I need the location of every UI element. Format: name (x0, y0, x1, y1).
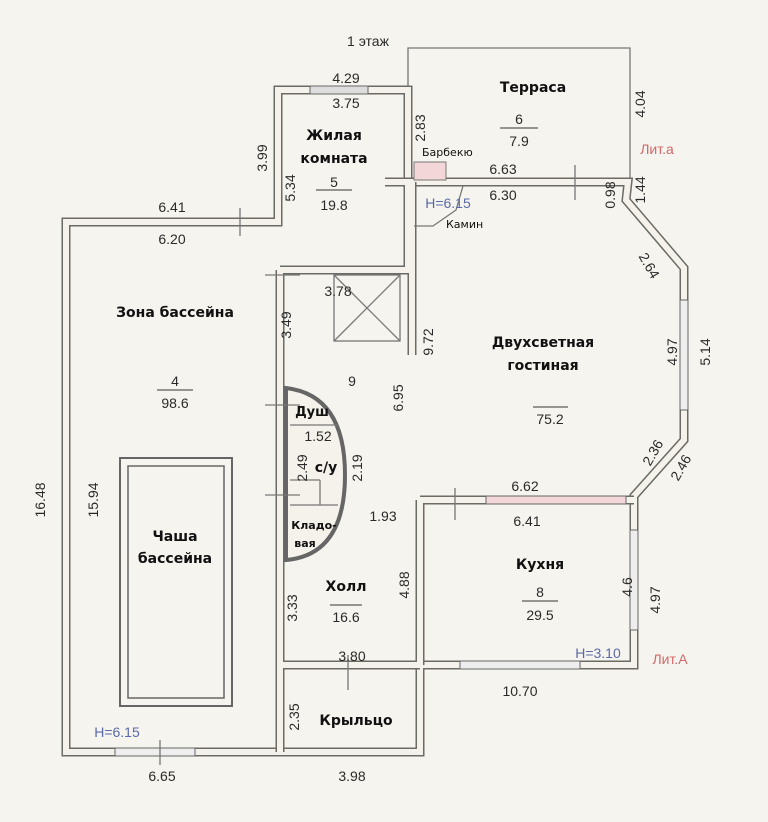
height-kitchen: H=3.10 (575, 645, 621, 661)
room-storage-2: вая (294, 537, 315, 550)
windows (114, 85, 689, 757)
dimension-label: 2.83 (412, 114, 428, 141)
room-living-name1: Жилая (306, 128, 362, 144)
room-lounge-area: 75.2 (536, 411, 563, 427)
fireplace-label: Камин (446, 218, 483, 231)
pool-bowl (119, 457, 233, 707)
room-hall-name: Холл (326, 579, 367, 595)
room-living-name2: комната (300, 151, 367, 167)
dimension-label: 3.99 (254, 144, 270, 171)
dimension-label: 5.34 (282, 174, 298, 201)
dimension-label: 3.49 (278, 311, 294, 338)
room-wc: с/у (315, 460, 338, 476)
room-living-area: 19.8 (320, 197, 347, 213)
dimension-label: 0.98 (602, 181, 618, 208)
liter-small: Лит.а (640, 141, 674, 157)
dimension-label: 4.97 (647, 586, 663, 613)
bathroom-block (284, 385, 348, 563)
room-storage-1: Кладо- (291, 519, 336, 532)
dimension-label: 4.29 (332, 70, 359, 86)
dimension-label: 6.20 (158, 231, 185, 247)
dimension-label: 6.63 (489, 161, 516, 177)
room-lounge-name2: гостиная (507, 358, 578, 374)
room-kitchen-number: 8 (536, 584, 544, 600)
room-kitchen-name: Кухня (516, 557, 564, 573)
dimension-label: 4.88 (396, 571, 412, 598)
room-hall-number: 9 (348, 373, 356, 389)
room-pool-zone-name: Зона бассейна (116, 305, 234, 321)
dimension-label: 2.19 (349, 454, 365, 481)
dimension-label: 1.52 (304, 428, 331, 444)
dimension-label: 6.65 (148, 768, 175, 784)
dimension-label: 3.78 (324, 283, 351, 299)
dimension-label: 6.30 (489, 187, 516, 203)
room-hall-area: 16.6 (332, 609, 359, 625)
dimension-label: 6.41 (158, 199, 185, 215)
room-pool-zone-area: 98.6 (161, 395, 188, 411)
dimension-label: 6.95 (390, 384, 406, 411)
liter-main: Лит.А (652, 651, 688, 667)
dimension-label: 3.33 (284, 594, 300, 621)
room-porch: Крыльцо (319, 713, 393, 729)
pool-bowl-name2: бассейна (138, 551, 212, 567)
room-terrace-name: Терраса (500, 80, 566, 96)
dimension-label: 3.80 (338, 648, 365, 664)
floor-title: 1 этаж (347, 33, 390, 49)
dimension-label: 5.14 (697, 338, 713, 365)
dimension-label: 10.70 (502, 683, 537, 699)
bbq-label: Барбекю (422, 146, 473, 159)
dimension-label: 2.49 (294, 454, 310, 481)
height-pool: H=6.15 (94, 724, 140, 740)
dimensions-horizontal: 4.29 3.75 6.63 6.30 6.41 6.20 3.78 1.52 … (148, 70, 540, 784)
pool-bowl-name1: Чаша (152, 529, 197, 545)
dimension-label: 1.44 (632, 176, 648, 203)
dimension-label: 1.93 (369, 508, 396, 524)
dimension-label: 6.62 (511, 478, 538, 494)
terrace-outline (407, 47, 631, 182)
room-living-number: 5 (330, 174, 338, 190)
dimension-label: 9.72 (420, 328, 436, 355)
bbq-box (413, 161, 447, 181)
room-shower: Душ (295, 405, 329, 420)
room-terrace-area: 7.9 (509, 133, 529, 149)
dimension-label: 6.41 (513, 513, 540, 529)
room-pool-zone-number: 4 (171, 373, 179, 389)
dimension-label: 3.98 (338, 768, 365, 784)
dimension-label: 4.97 (664, 338, 680, 365)
dimension-label: 16.48 (32, 482, 48, 517)
room-lounge-name1: Двухсветная (492, 335, 594, 351)
dimension-label: 4.04 (632, 90, 648, 117)
lightwell (333, 274, 401, 342)
room-terrace-number: 6 (515, 111, 523, 127)
dimension-label: 3.75 (332, 95, 359, 111)
dimension-label: 4.6 (619, 577, 635, 597)
room-kitchen-area: 29.5 (526, 607, 553, 623)
fireplace-line (414, 185, 464, 227)
dimension-label: 2.35 (286, 703, 302, 730)
height-upper: H=6.15 (425, 195, 471, 211)
dimension-label: 15.94 (85, 482, 101, 517)
